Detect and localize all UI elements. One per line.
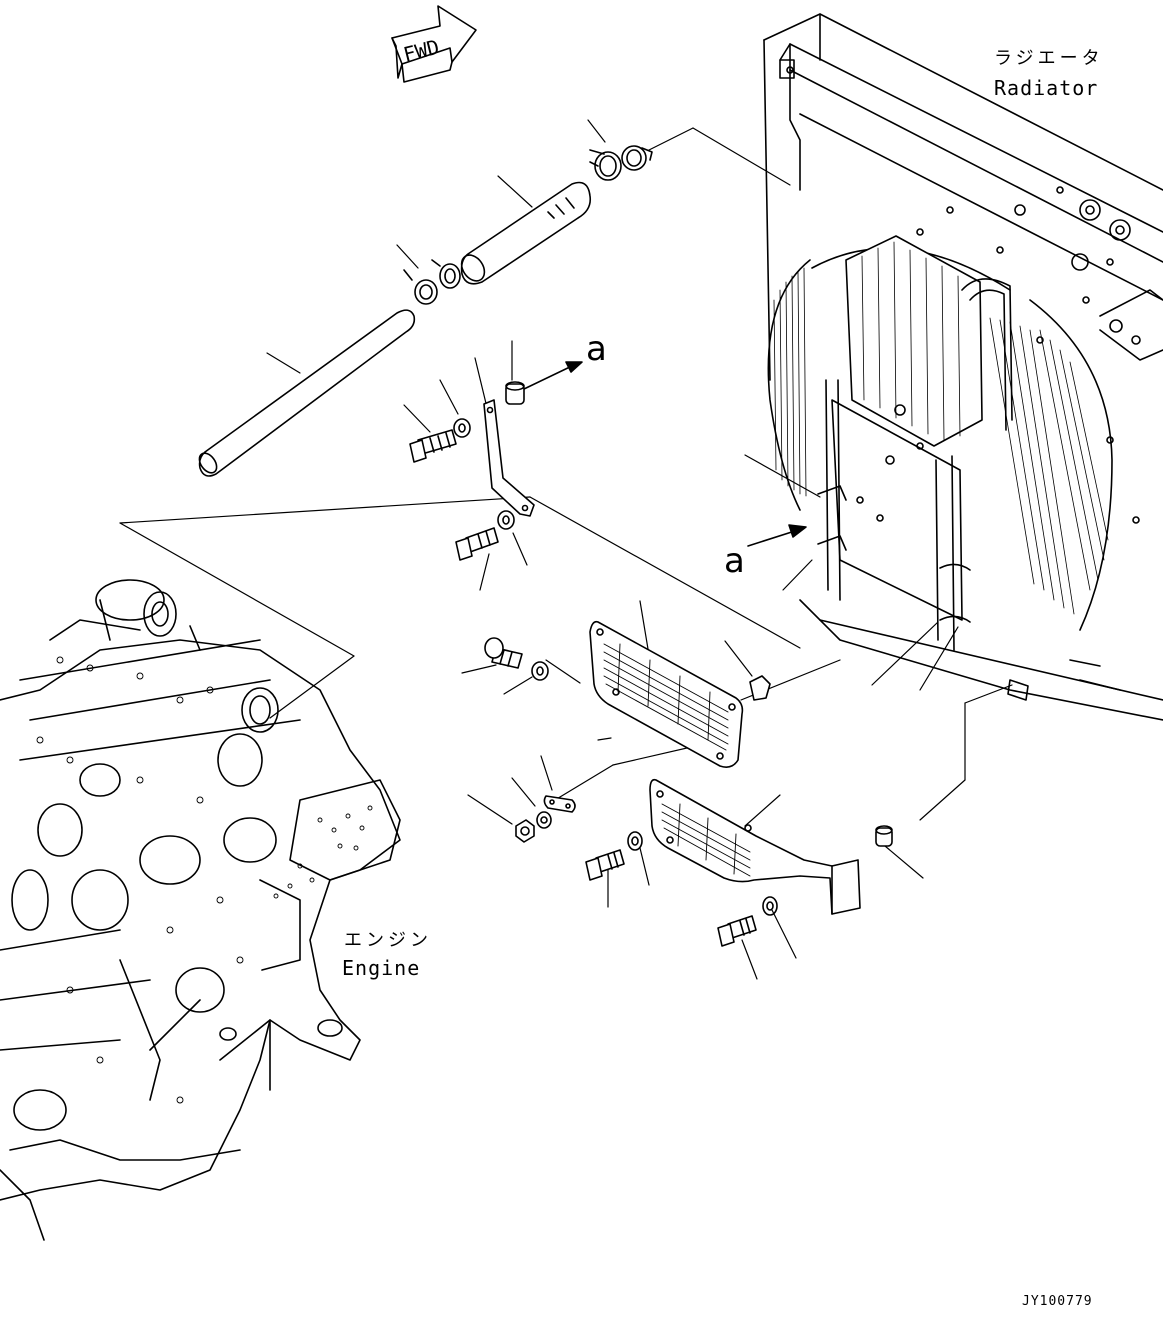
bolt-lower-right xyxy=(717,915,757,947)
bolt-lower-left xyxy=(585,849,625,881)
nut xyxy=(515,819,535,843)
clip xyxy=(749,675,771,701)
bolt-upper xyxy=(409,429,457,463)
water-pipe xyxy=(198,309,416,477)
radiator-assembly xyxy=(763,13,1163,721)
engine-label-ja: エンジン xyxy=(344,930,432,951)
hose-clamp-upper xyxy=(589,145,653,181)
fwd-arrow-icon: FWD xyxy=(391,5,477,83)
washer-cover-upper xyxy=(531,661,549,681)
grille-cover-upper xyxy=(589,620,744,768)
view-marker-a-lower: a xyxy=(724,541,745,581)
radiator-hose xyxy=(460,181,592,285)
drawing-code: JY100779 xyxy=(1022,1294,1093,1309)
washer-lower-right xyxy=(762,896,778,916)
hose-clamp-lower xyxy=(403,259,461,305)
pipe-bracket xyxy=(483,399,535,517)
view-arrow-a-upper-icon xyxy=(523,361,583,390)
washer-upper xyxy=(453,418,471,438)
plate-small xyxy=(543,795,576,813)
view-arrow-a-lower-icon xyxy=(747,524,807,547)
spacer-lower xyxy=(875,825,893,847)
spacer-collar xyxy=(505,381,525,405)
view-marker-a-upper: a xyxy=(586,329,607,369)
washer-lower-left xyxy=(627,831,643,851)
washer-small xyxy=(536,811,552,829)
washer-middle xyxy=(497,510,515,530)
radiator-label-ja: ラジエータ xyxy=(994,48,1104,69)
engine-label-en: Engine xyxy=(342,956,421,980)
engine-assembly xyxy=(0,579,401,1241)
bolt-cover-upper xyxy=(484,637,523,669)
grille-cover-lower xyxy=(649,778,861,915)
radiator-label-en: Radiator xyxy=(994,76,1099,100)
bolt-middle xyxy=(455,527,499,561)
